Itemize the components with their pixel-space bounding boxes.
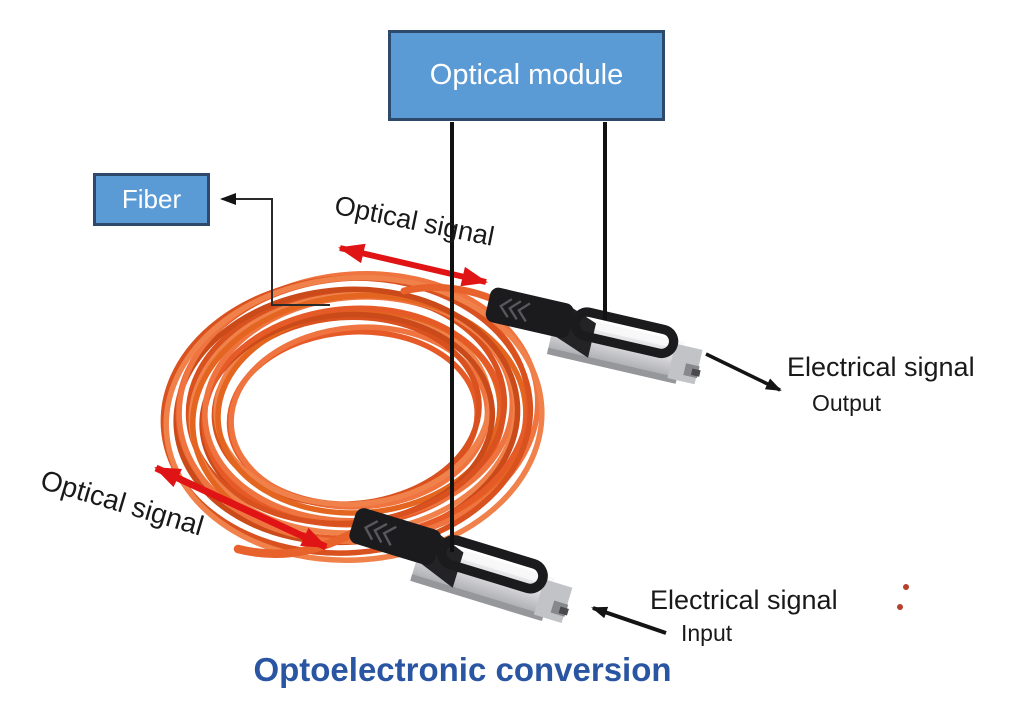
fiber-pointer-arrow (220, 193, 330, 306)
upper-qsfp-connector (485, 287, 703, 385)
lower-qsfp-connector (349, 508, 573, 624)
red-speck (897, 604, 903, 610)
electrical-signal-output-label: Electrical signal (787, 352, 975, 382)
boot-chevron-marks (363, 520, 397, 546)
fiber-cable-coil (160, 270, 545, 563)
optical-module-label: Optical module (429, 59, 624, 91)
boot-chevron-marks (499, 298, 531, 323)
optical-signal-double-arrow-top (338, 243, 488, 287)
output-label: Output (812, 390, 882, 416)
electrical-output-arrow (705, 352, 782, 392)
diagram-title: Optoelectronic conversion (253, 651, 672, 688)
fiber-box: Fiber (93, 173, 210, 226)
optical-module-box: Optical module (388, 30, 665, 121)
fiber-label: Fiber (121, 184, 182, 214)
electrical-input-arrow (591, 606, 667, 635)
red-speck (903, 584, 909, 590)
optical-signal-double-arrow-bottom (154, 464, 328, 551)
electrical-signal-input-label: Electrical signal (650, 585, 838, 615)
input-label: Input (681, 620, 733, 646)
